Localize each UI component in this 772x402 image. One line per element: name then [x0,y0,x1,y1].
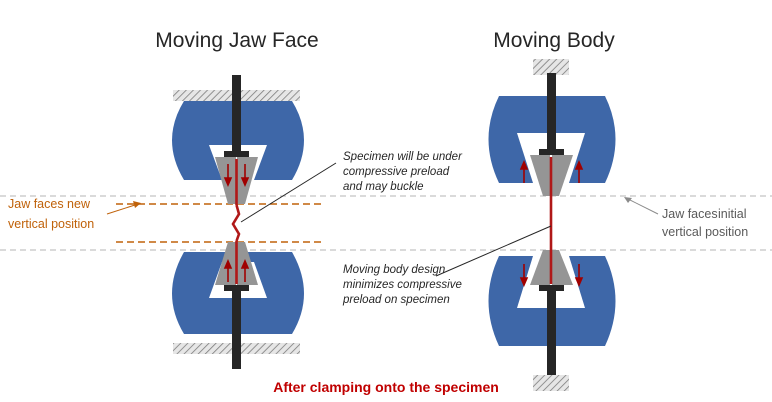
lower-pull-rod [547,287,556,375]
down-arrow-icon [574,277,584,288]
leader-lines [106,162,659,277]
upper-pull-rod [547,73,556,155]
upper-pull-rod [232,75,241,155]
lower-pull-rod [232,287,241,369]
upper-left-wedge [530,155,550,196]
lower-rod-collar [224,285,249,291]
up-arrow-icon [574,159,584,170]
lower-left-wedge [215,242,236,285]
specimen-buckled-segment [231,204,241,242]
up-arrow-icon [223,258,233,269]
down-arrow-icon [240,177,250,188]
lower-fixed-support [533,375,569,391]
lower-left-wedge [530,250,550,285]
lower-rod-collar [539,285,564,291]
upper-fixed-support [533,59,569,75]
bottom-annotation-leader [435,225,552,277]
upper-rod-collar [224,151,249,157]
up-arrow-icon [240,258,250,269]
upper-right-wedge [552,155,573,196]
left-diagram-title: Moving Jaw Face [155,29,318,52]
right-label-leader [625,197,659,215]
top-annotation: Specimen will be under compressive prelo… [343,151,465,193]
down-arrow-icon [223,177,233,188]
moving-jaw-face-grip [172,75,304,369]
left-side-label: Jaw faces new vertical position [8,197,94,231]
diagram-caption: After clamping onto the specimen [273,379,499,395]
right-side-label: Jaw faces initial vertical position [662,207,750,239]
lower-right-wedge [552,250,573,285]
right-diagram-title: Moving Body [493,29,615,52]
reference-lines [0,195,772,251]
arrow-icon [133,201,141,208]
bottom-annotation: Moving body design minimizes compressive… [342,264,465,306]
arrow-icon [624,197,632,203]
upper-rod-collar [539,149,564,155]
left-label-leader [106,203,139,215]
lower-right-wedge [237,242,258,285]
up-arrow-icon [519,159,529,170]
down-arrow-icon [519,277,529,288]
top-annotation-leader [240,162,337,223]
moving-body-grip [488,59,616,391]
